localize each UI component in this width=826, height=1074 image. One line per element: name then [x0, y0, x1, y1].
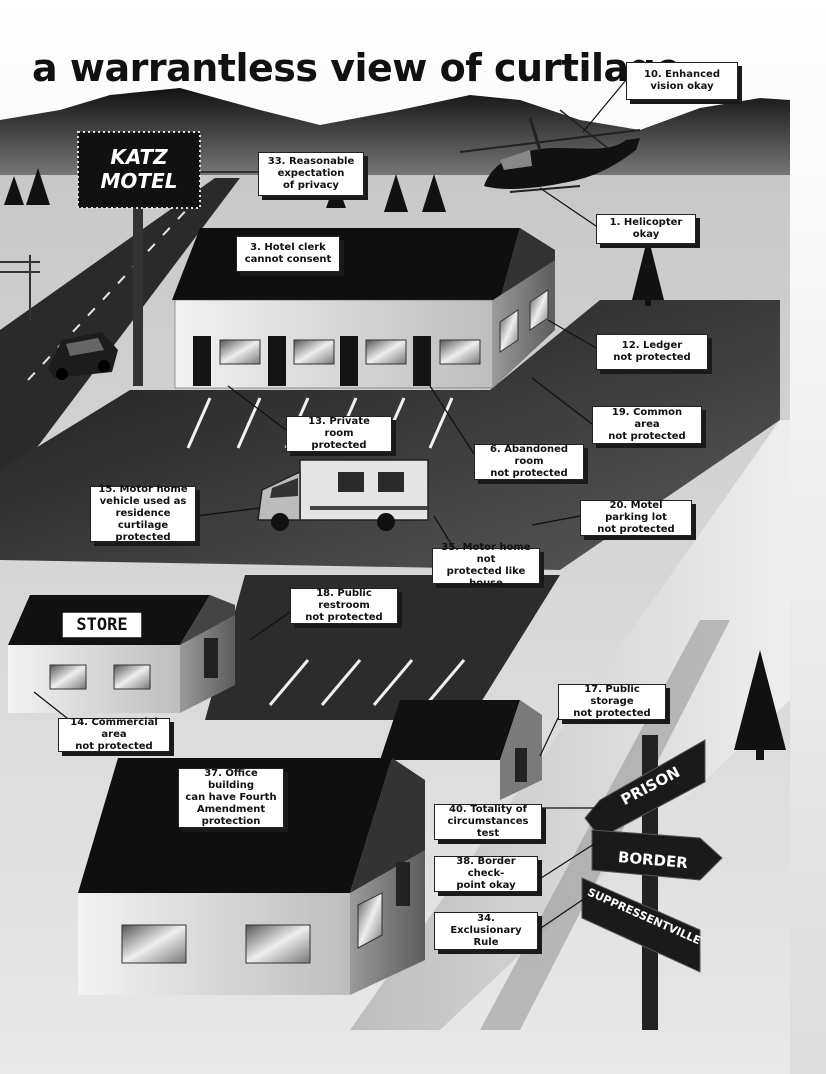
helicopter [459, 109, 641, 193]
town-sign [581, 877, 701, 973]
motel-sign-text: KATZ MOTEL [100, 145, 178, 193]
leader-lines [33, 79, 627, 931]
page-title: a warrantless view of curtilage [32, 46, 681, 90]
highway [0, 178, 240, 480]
callout-helicopter: 1. Helicopter okay [596, 214, 696, 244]
motel-side-wall [493, 260, 555, 388]
store-side-door [204, 638, 218, 678]
callout-border-checkpoint: 38. Border check- point okay [434, 856, 538, 892]
callout-motor-home-not-house: 35. Motor home not protected like house [432, 542, 540, 589]
office-roof-side [350, 758, 425, 893]
callout-public-restroom: 18. Public restroom not protected [290, 588, 398, 624]
motel-doors [193, 336, 431, 386]
callout-exclusionary-rule: 34. Exclusionary Rule [434, 912, 538, 950]
callout-motel-parking-lot: 20. Motel parking lot not protected [580, 500, 692, 536]
office-side-door [396, 862, 410, 906]
callout-common-area: 19. Common area not protected [592, 406, 702, 444]
prison-sign [584, 739, 706, 839]
callout-ledger: 12. Ledger not protected [596, 334, 708, 370]
store-window-left [49, 664, 87, 690]
callout-private-room: 13. Private room protected [286, 416, 392, 452]
store-front-wall [8, 645, 180, 713]
power-pole [0, 255, 40, 320]
storage-door [515, 748, 527, 782]
callout-commercial-area: 14. Commercial area not protected [58, 717, 170, 752]
callout-abandoned-room: 6. Abandoned room not protected [474, 444, 584, 480]
storage-roof [380, 700, 520, 760]
motel-sign-pole [133, 208, 143, 386]
store-sign [61, 611, 143, 639]
office-window-right [245, 924, 311, 964]
store-window-right [113, 664, 151, 690]
motor-home [257, 459, 429, 531]
callout-reasonable-expectation: 33. Reasonable expectation of privacy [258, 152, 364, 196]
callout-hotel-clerk: 3. Hotel clerk cannot consent [236, 236, 340, 272]
office-side-window-1 [357, 892, 383, 949]
car [48, 332, 118, 380]
border-sign [591, 829, 723, 881]
callout-totality-test: 40. Totality of circumstances test [434, 804, 542, 840]
motel-roof [172, 228, 520, 300]
office-window-left [121, 924, 187, 964]
callout-motor-home-curtilage: 15. Motor home vehicle used as residence… [90, 484, 196, 543]
store-sign-text: STORE [76, 615, 128, 635]
trees [4, 168, 786, 760]
motel-windows [219, 289, 549, 365]
callout-office-building: 37. Office building can have Fourth Amen… [178, 768, 284, 828]
store-parking-lines [268, 659, 466, 706]
motel-sign [77, 131, 201, 209]
callout-enhanced-vision: 10. Enhanced vision okay [626, 62, 738, 100]
callout-public-storage: 17. Public storage not protected [558, 684, 666, 720]
